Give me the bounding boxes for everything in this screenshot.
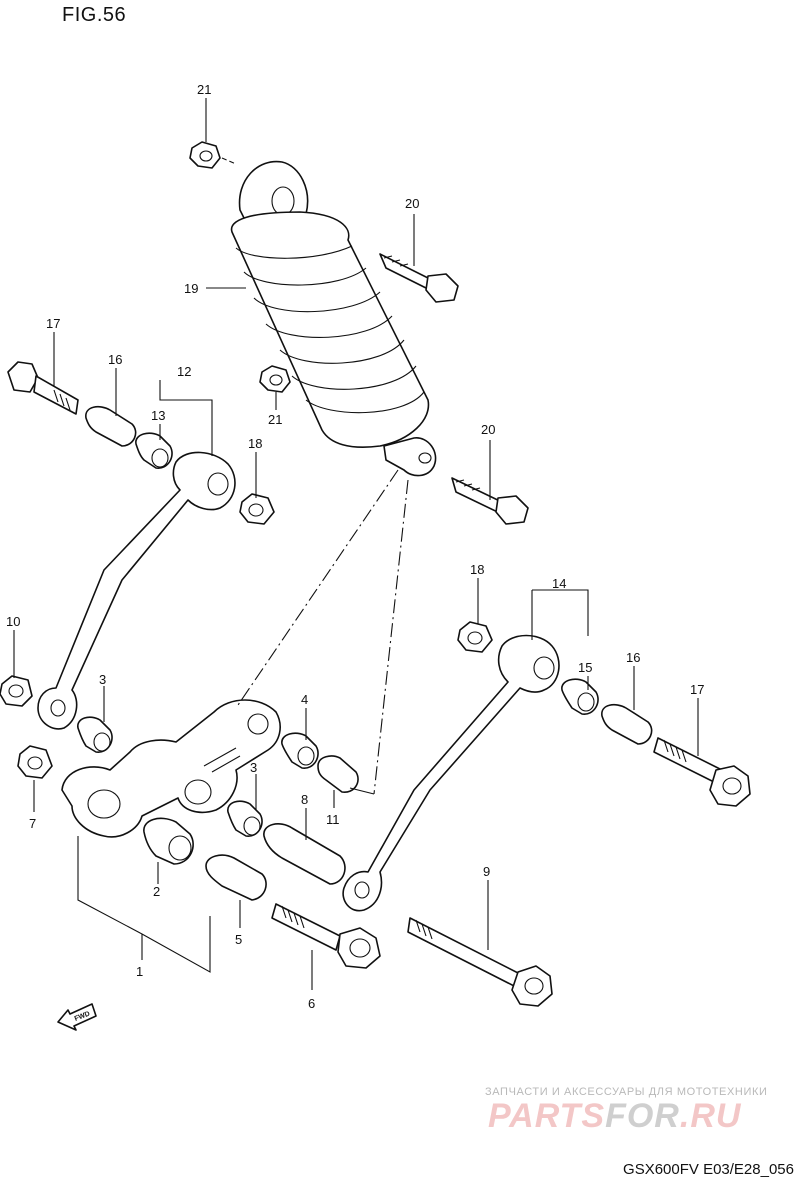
- bolt-20-lower: [451, 477, 529, 525]
- watermark-logo-parts: PARTS: [488, 1097, 606, 1135]
- watermark-tagline: ЗАПЧАСТИ И АКСЕССУАРЫ ДЛЯ МОТОТЕХНИКИ: [485, 1086, 768, 1098]
- nut-18-right: [457, 621, 493, 653]
- callout-18: 18: [248, 436, 262, 451]
- nut-7: [17, 745, 53, 779]
- bearing-13: [135, 432, 173, 469]
- callout-16: 16: [108, 352, 122, 367]
- collar-16-right: [601, 703, 653, 745]
- bushing-3-right: [227, 800, 263, 837]
- callout-17: 17: [690, 682, 704, 697]
- bracket-14: [531, 589, 589, 640]
- fwd-arrow-icon: FWD: [57, 1003, 97, 1031]
- callout-9: 9: [483, 864, 490, 879]
- callout-10: 10: [6, 614, 20, 629]
- bolt-20-upper: [379, 253, 459, 303]
- bushing-5: [205, 854, 267, 901]
- callout-18: 18: [470, 562, 484, 577]
- callout-15: 15: [578, 660, 592, 675]
- callout-4: 4: [301, 692, 308, 707]
- callout-19: 19: [184, 281, 198, 296]
- nut-18-left: [239, 493, 275, 525]
- callout-3: 3: [99, 672, 106, 687]
- callout-2: 2: [153, 884, 160, 899]
- cushion-lever-1: [61, 699, 281, 838]
- bearing-2: [143, 817, 194, 865]
- callout-12: 12: [177, 364, 191, 379]
- rear-shock-absorber: [230, 160, 437, 477]
- callout-1: 1: [136, 964, 143, 979]
- watermark-logo-ru: .RU: [679, 1097, 742, 1135]
- callout-3: 3: [250, 760, 257, 775]
- bolt-17-left: [7, 361, 79, 415]
- bolt-6: [271, 903, 381, 969]
- watermark-logo: PARTSFOR.RU: [488, 1097, 741, 1136]
- callout-21: 21: [197, 82, 211, 97]
- callout-11: 11: [326, 812, 340, 827]
- leader-lines: [13, 98, 699, 990]
- spacer-11: [317, 755, 359, 793]
- cushion-rod-14: [342, 634, 560, 912]
- assembly-lines: [235, 469, 409, 795]
- collar-16-left: [85, 405, 137, 447]
- callout-8: 8: [301, 792, 308, 807]
- callout-14: 14: [552, 576, 566, 591]
- callout-21: 21: [268, 412, 282, 427]
- collar-8: [263, 823, 346, 885]
- callout-labels: 1 2 3 3 4 5 6 7 8 9 10 11 12 13 14 15 16…: [6, 82, 704, 1011]
- bushing-4: [281, 732, 319, 769]
- callout-17: 17: [46, 316, 60, 331]
- figure-title: FIG.56: [62, 4, 127, 26]
- callout-7: 7: [29, 816, 36, 831]
- watermark-logo-for: FOR: [605, 1097, 680, 1135]
- bushing-3-left: [77, 716, 113, 753]
- bearing-15: [561, 678, 599, 715]
- diagram-code: GSX600FV E03/E28_056: [623, 1161, 794, 1178]
- bracket-12: [159, 380, 213, 456]
- bolt-9: [407, 917, 553, 1007]
- nut-21-lower: [259, 365, 291, 393]
- callout-20: 20: [481, 422, 495, 437]
- nut-21-upper: [189, 141, 237, 169]
- callout-6: 6: [308, 996, 315, 1011]
- callout-13: 13: [151, 408, 165, 423]
- cushion-rod-12: [37, 451, 236, 730]
- nut-10: [0, 675, 33, 707]
- callout-16: 16: [626, 650, 640, 665]
- bracket-1: [77, 836, 211, 973]
- callout-20: 20: [405, 196, 419, 211]
- bolt-17-right: [653, 737, 751, 807]
- callout-5: 5: [235, 932, 242, 947]
